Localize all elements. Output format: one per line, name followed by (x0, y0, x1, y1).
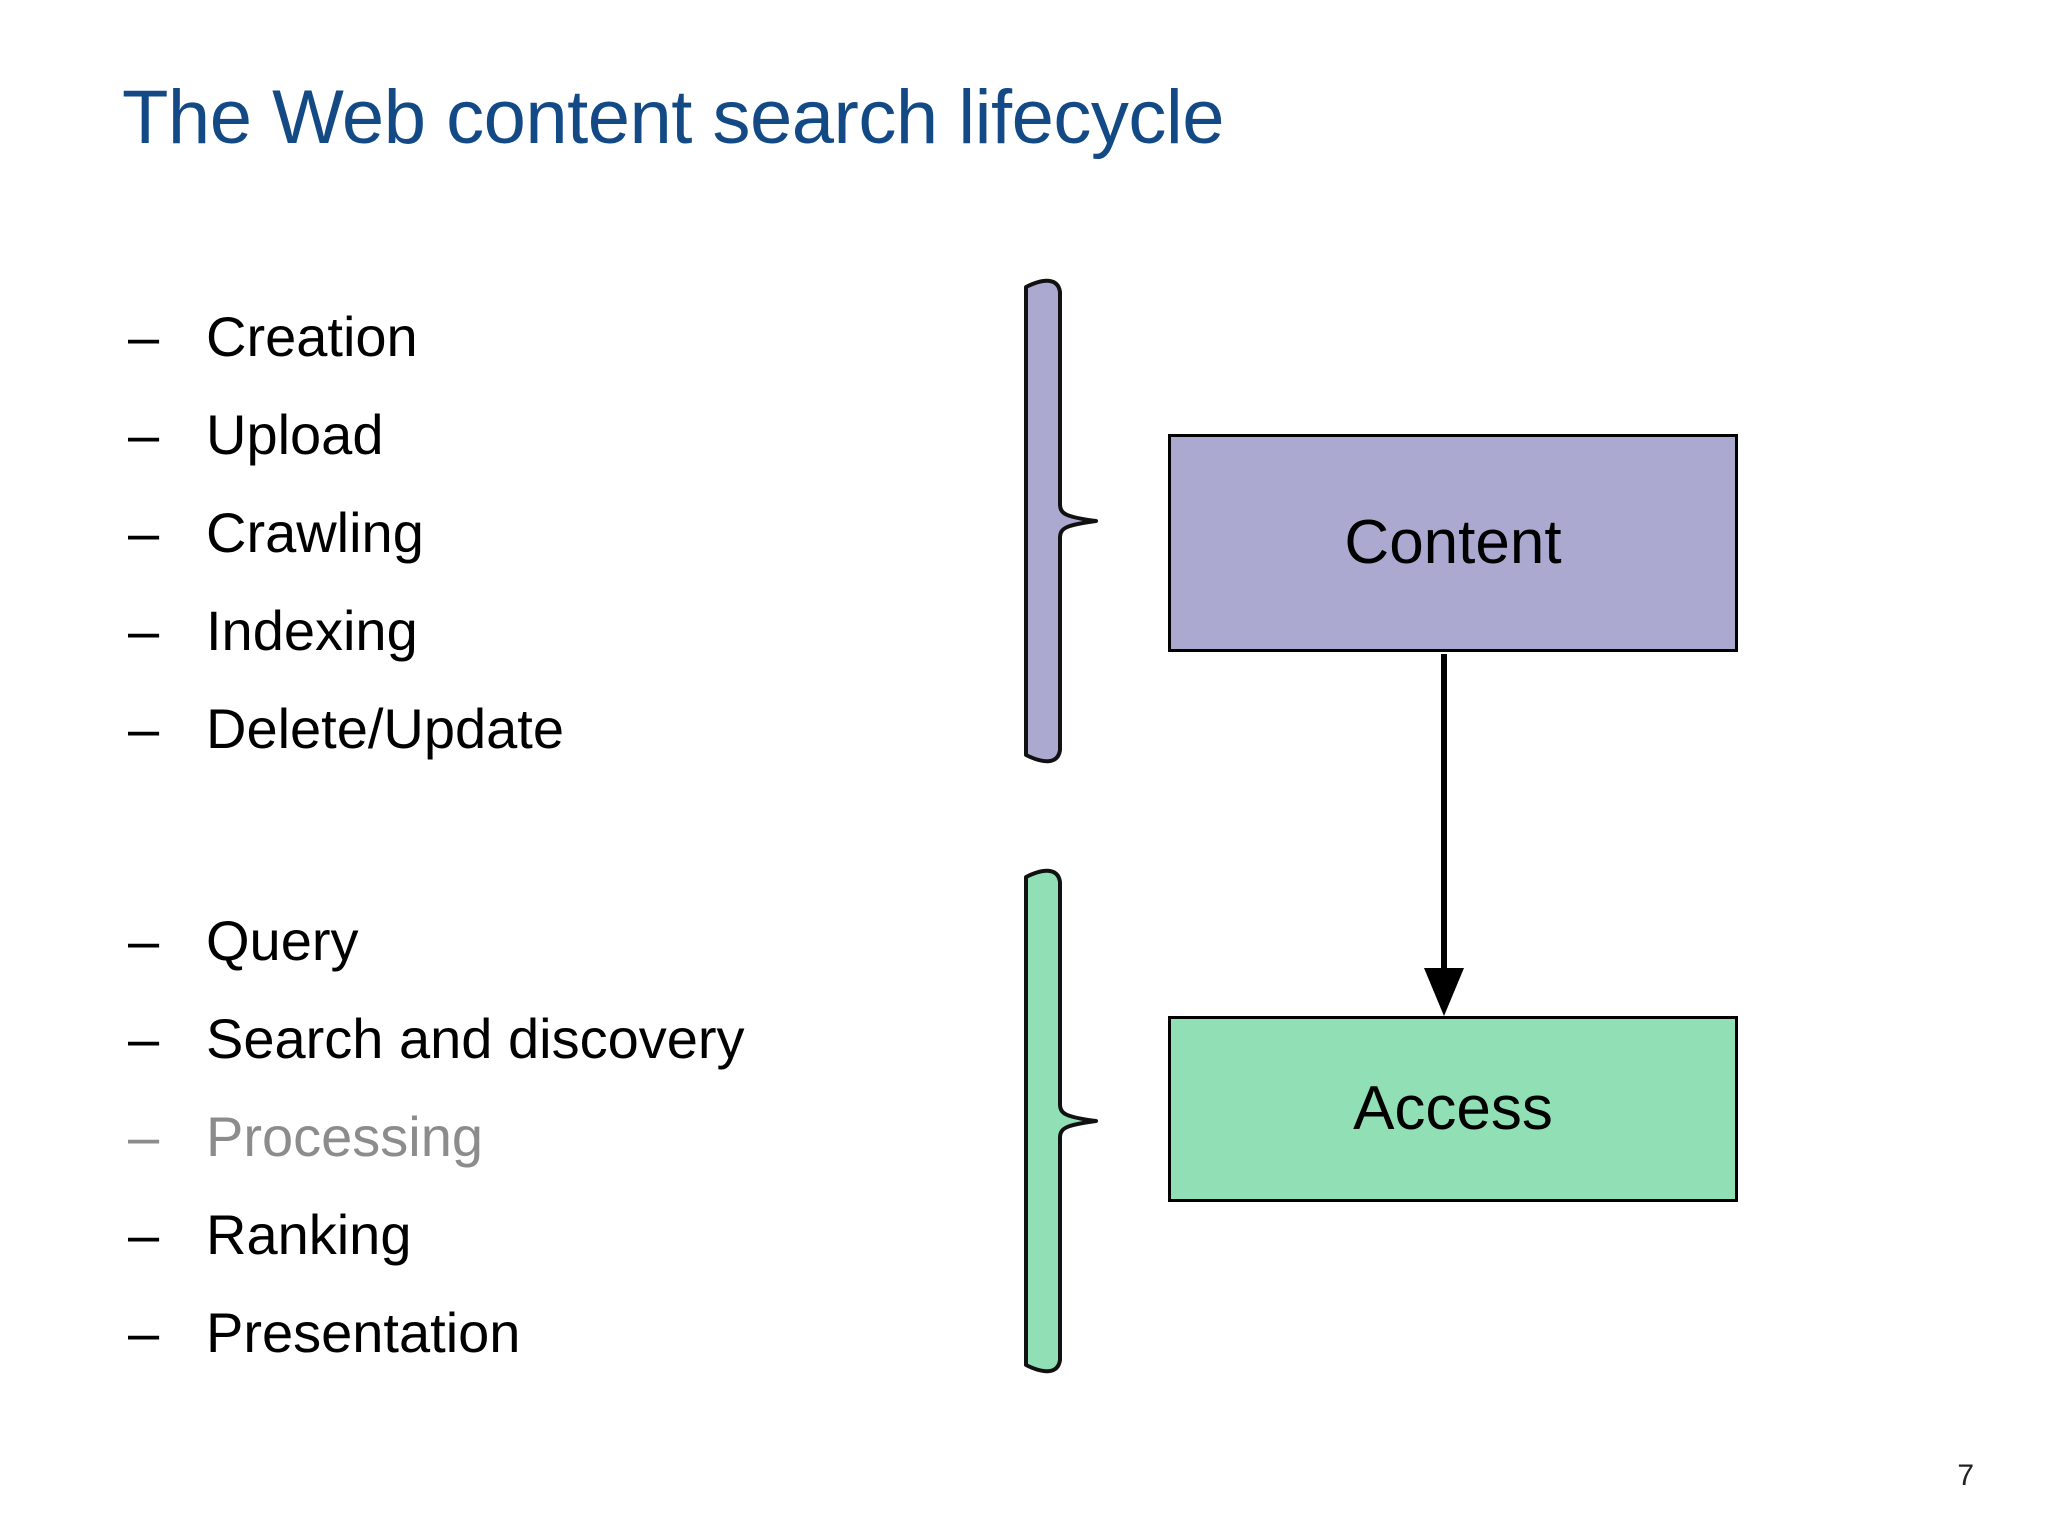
node-content[interactable]: Content (1168, 434, 1738, 652)
dash-bullet-icon: – (128, 1301, 160, 1364)
dash-bullet-icon: – (128, 697, 160, 760)
list-item-label: Query (206, 909, 359, 972)
access-brace-icon (1014, 866, 1114, 1376)
node-access-label: Access (1353, 1074, 1553, 1143)
page-title: The Web content search lifecycle (122, 75, 1225, 160)
dash-bullet-icon: – (128, 305, 160, 368)
bullet-list-content-phase: –Creation–Upload–Crawling–Indexing–Delet… (0, 296, 980, 786)
dash-bullet-icon: – (128, 1105, 160, 1168)
dash-bullet-icon: – (128, 1007, 160, 1070)
list-item-label: Creation (206, 305, 418, 368)
list-item: –Query (0, 900, 980, 998)
list-item: –Ranking (0, 1194, 980, 1292)
dash-bullet-icon: – (128, 909, 160, 972)
list-item: –Indexing (0, 590, 980, 688)
list-item: –Upload (0, 394, 980, 492)
list-item-label: Search and discovery (206, 1007, 745, 1070)
list-item: –Crawling (0, 492, 980, 590)
list-item-label: Upload (206, 403, 384, 466)
dash-bullet-icon: – (128, 1203, 160, 1266)
list-item-label: Presentation (206, 1301, 521, 1364)
list-item-label: Delete/Update (206, 697, 565, 760)
list-item-label: Processing (206, 1105, 484, 1168)
list-item-label: Ranking (206, 1203, 412, 1266)
page-number: 7 (1957, 1459, 1974, 1492)
node-access[interactable]: Access (1168, 1016, 1738, 1202)
content-brace-icon (1014, 276, 1114, 766)
list-item: –Search and discovery (0, 998, 980, 1096)
node-content-label: Content (1344, 508, 1562, 577)
list-item: –Creation (0, 296, 980, 394)
dash-bullet-icon: – (128, 501, 160, 564)
dash-bullet-icon: – (128, 599, 160, 662)
list-item-label: Indexing (206, 599, 418, 662)
list-item: –Processing (0, 1096, 980, 1194)
list-item: –Delete/Update (0, 688, 980, 786)
list-item: –Presentation (0, 1292, 980, 1390)
list-item-label: Crawling (206, 501, 424, 564)
bullet-list-access-phase: –Query–Search and discovery–Processing–R… (0, 900, 980, 1390)
dash-bullet-icon: – (128, 403, 160, 466)
content-to-access-arrow-icon (1400, 652, 1540, 1022)
